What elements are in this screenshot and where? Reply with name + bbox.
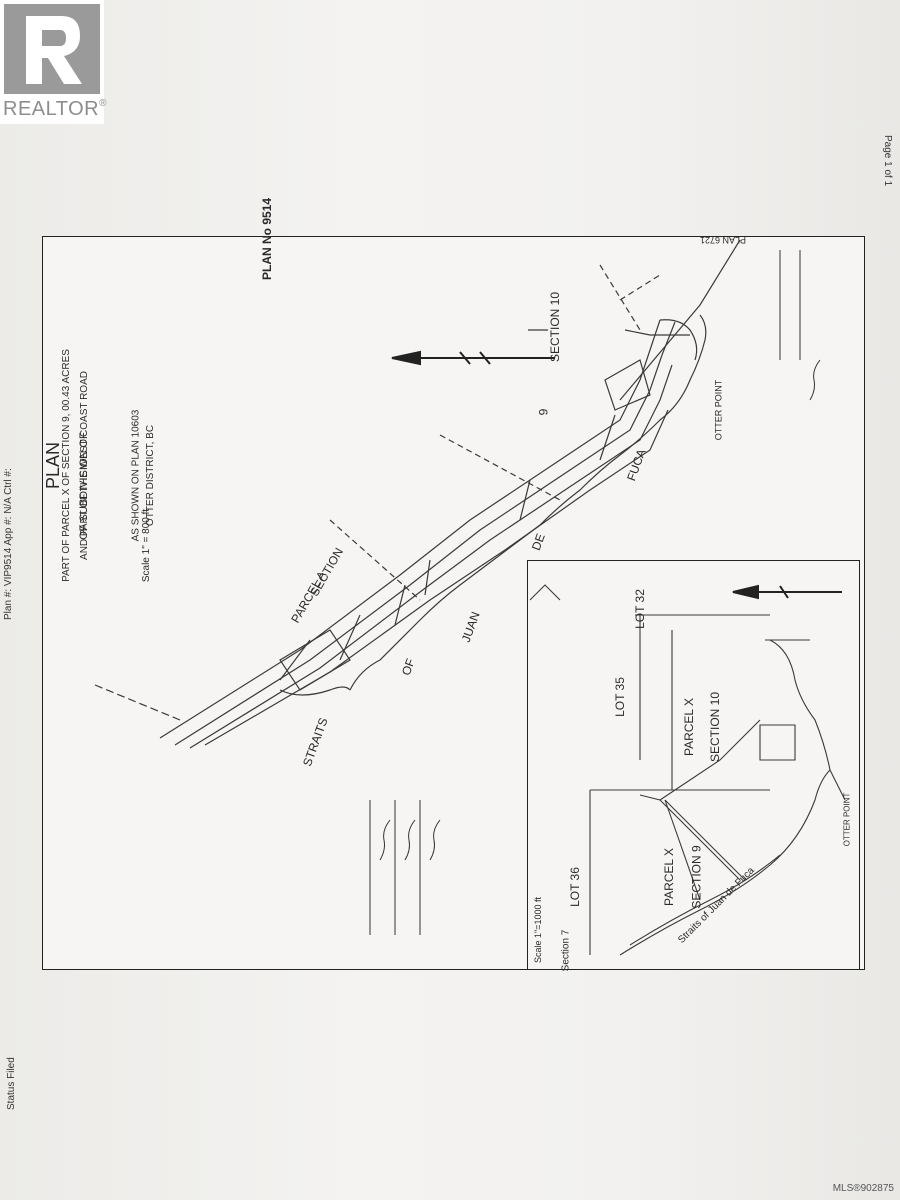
- inset-map: [527, 560, 860, 970]
- realtor-logo: REALTOR®: [0, 0, 107, 124]
- north-arrow-icon: [391, 350, 555, 366]
- logo-text: REALTOR: [3, 98, 100, 120]
- mls-number: MLS®902875: [832, 1183, 894, 1194]
- realtor-logo-icon: [4, 4, 100, 94]
- inset-north-arrow-icon: [732, 584, 842, 600]
- logo-registered: ®: [99, 98, 107, 109]
